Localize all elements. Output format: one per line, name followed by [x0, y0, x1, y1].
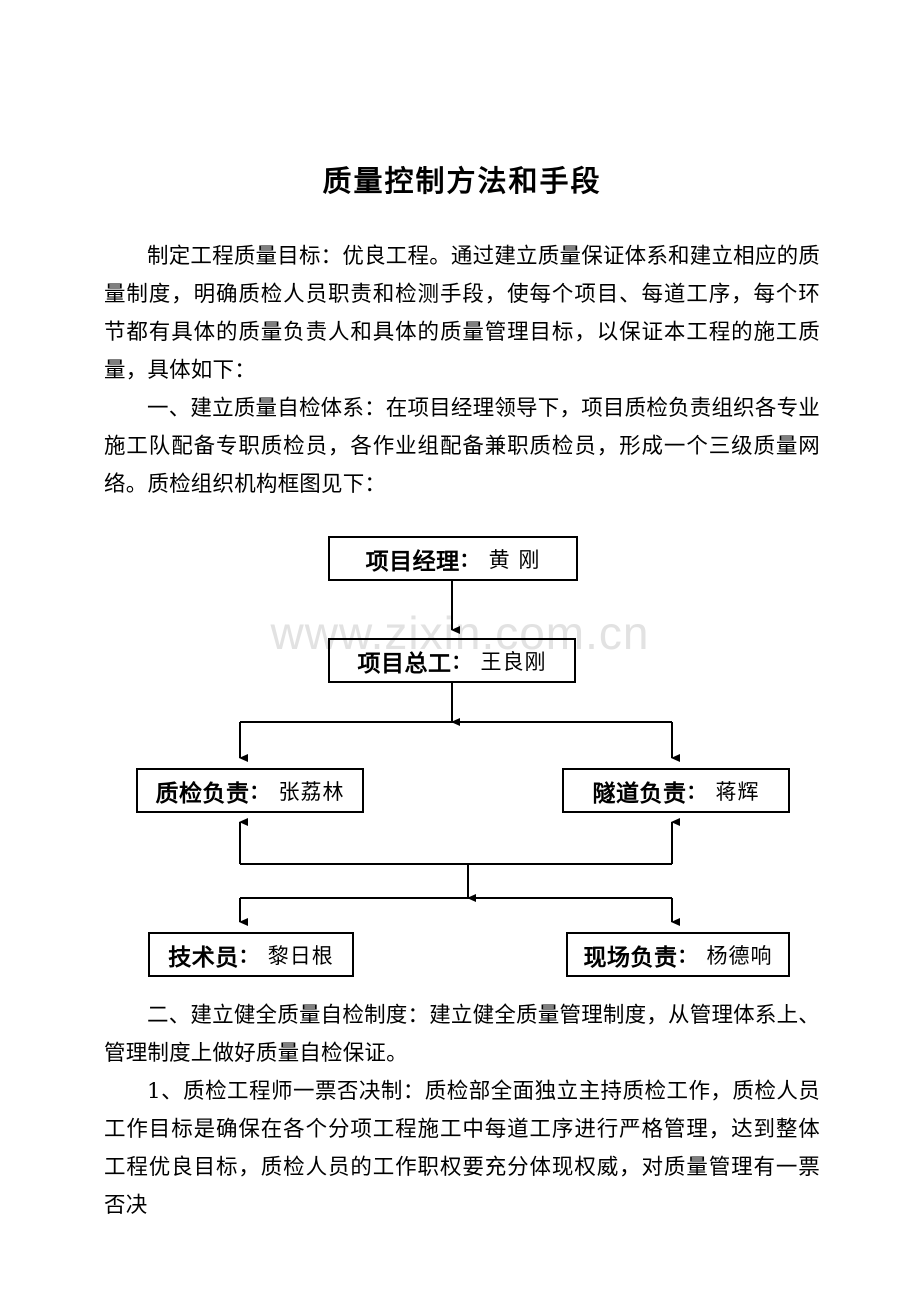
org-node-site-manager[interactable]: 现场负责 ： 杨德响: [566, 932, 790, 977]
org-node-person-name: 黎日根: [267, 943, 334, 968]
org-node-tunnel-manager[interactable]: 隧道负责 ： 蒋辉: [562, 768, 790, 813]
org-node-person-name: 蒋辉: [715, 779, 760, 804]
org-node-quality-inspector[interactable]: 质检负责 ： 张荔林: [136, 768, 364, 813]
org-node-role-label: 项目总工: [357, 650, 452, 677]
paragraph-veto-system: 1、质检工程师一票否决制：质检部全面独立主持质检工作，质检人员工作目标是确保在各…: [104, 1079, 820, 1218]
org-node-separator: ：: [238, 945, 258, 967]
org-node-chief-engineer[interactable]: 项目总工 ： 王良刚: [328, 638, 576, 683]
org-node-person-name: 王良刚: [480, 649, 547, 674]
org-node-person-name: 张荔林: [278, 779, 345, 804]
org-chart-spacer: [104, 504, 820, 997]
org-node-person-name: 黄 刚: [488, 547, 541, 572]
org-node-role-label: 技术员: [168, 944, 239, 971]
org-node-technician[interactable]: 技术员 ： 黎日根: [148, 932, 354, 977]
org-node-separator: ：: [459, 549, 479, 571]
org-node-project-manager[interactable]: 项目经理 ： 黄 刚: [328, 536, 578, 581]
org-node-person-name: 杨德响: [706, 943, 773, 968]
org-node-role-label: 现场负责: [583, 944, 678, 971]
org-node-role-label: 隧道负责: [592, 780, 687, 807]
org-node-separator: ：: [249, 781, 269, 803]
paragraph-inspection-regulations: 二、建立健全质量自检制度：建立健全质量管理制度，从管理体系上、管理制度上做好质量…: [104, 1003, 820, 1066]
org-node-role-label: 项目经理: [365, 548, 460, 575]
paragraph-self-inspection-system: 一、建立质量自检体系：在项目经理领导下，项目质检负责组织各专业施工队配备专职质检…: [104, 396, 820, 497]
page-title: 质量控制方法和手段: [322, 164, 602, 198]
org-node-role-label: 质检负责: [155, 780, 250, 807]
org-node-separator: ：: [451, 651, 471, 673]
document-body: 质量控制方法和手段 制定工程质量目标：优良工程。通过建立质量保证体系和建立相应的…: [104, 0, 820, 1225]
paragraph-quality-objective: 制定工程质量目标：优良工程。通过建立质量保证体系和建立相应的质量制度，明确质检人…: [104, 244, 820, 383]
org-node-separator: ：: [677, 945, 697, 967]
org-node-separator: ：: [686, 781, 706, 803]
